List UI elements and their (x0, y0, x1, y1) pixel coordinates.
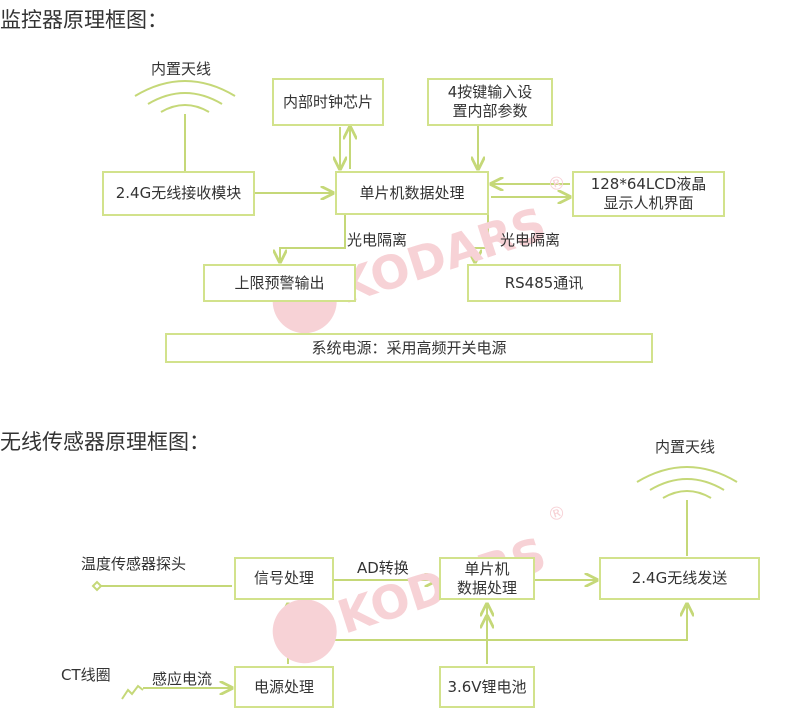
svg-text:®: ® (545, 501, 569, 527)
label-adc: AD转换 (357, 559, 409, 577)
box-battery: 3.6V锂电池 (439, 666, 535, 708)
sensor-antenna-label: 内置天线 (655, 438, 716, 456)
box-key-input: 4按键输入设 置内部参数 (427, 78, 553, 126)
box-system-power: 系统电源：采用高频开关电源 (165, 333, 653, 363)
monitor-title: 监控器原理框图： (0, 8, 168, 32)
box-wireless-tx: 2.4G无线发送 (599, 557, 760, 600)
label-opto-right: 光电隔离 (500, 231, 561, 249)
box-rs485: RS485通讯 (467, 264, 621, 302)
svg-text:®: ® (545, 171, 569, 197)
arrow-power-to-tx (288, 604, 687, 641)
label-opto-left: 光电隔离 (347, 231, 408, 249)
label-probe: 温度传感器探头 (81, 555, 187, 573)
box-power-processing: 电源处理 (234, 666, 334, 708)
watermark-logo-icon (272, 599, 337, 664)
box-rx-module: 2.4G无线接收模块 (102, 171, 255, 216)
box-mcu-sensor: 单片机 数据处理 (439, 557, 535, 600)
sensor-title: 无线传感器原理框图： (0, 430, 210, 454)
box-mcu-monitor: 单片机数据处理 (335, 171, 489, 215)
antenna-icon-monitor (134, 80, 236, 172)
box-clock-chip: 内部时钟芯片 (272, 78, 384, 126)
arrow-mcu-to-rs485 (475, 214, 489, 262)
box-alarm-output: 上限预警输出 (203, 264, 356, 302)
label-induction-current: 感应电流 (152, 670, 213, 688)
arrow-mcu-to-alarm (280, 214, 346, 262)
probe-tip-icon (91, 580, 103, 592)
monitor-antenna-label: 内置天线 (151, 60, 212, 78)
ct-coil-mark (121, 684, 144, 700)
antenna-icon-sensor (636, 466, 738, 556)
box-lcd: 128*64LCD液晶 显示人机界面 (572, 171, 725, 217)
box-signal-processing: 信号处理 (234, 557, 334, 600)
label-ct-coil: CT线圈 (61, 666, 111, 684)
